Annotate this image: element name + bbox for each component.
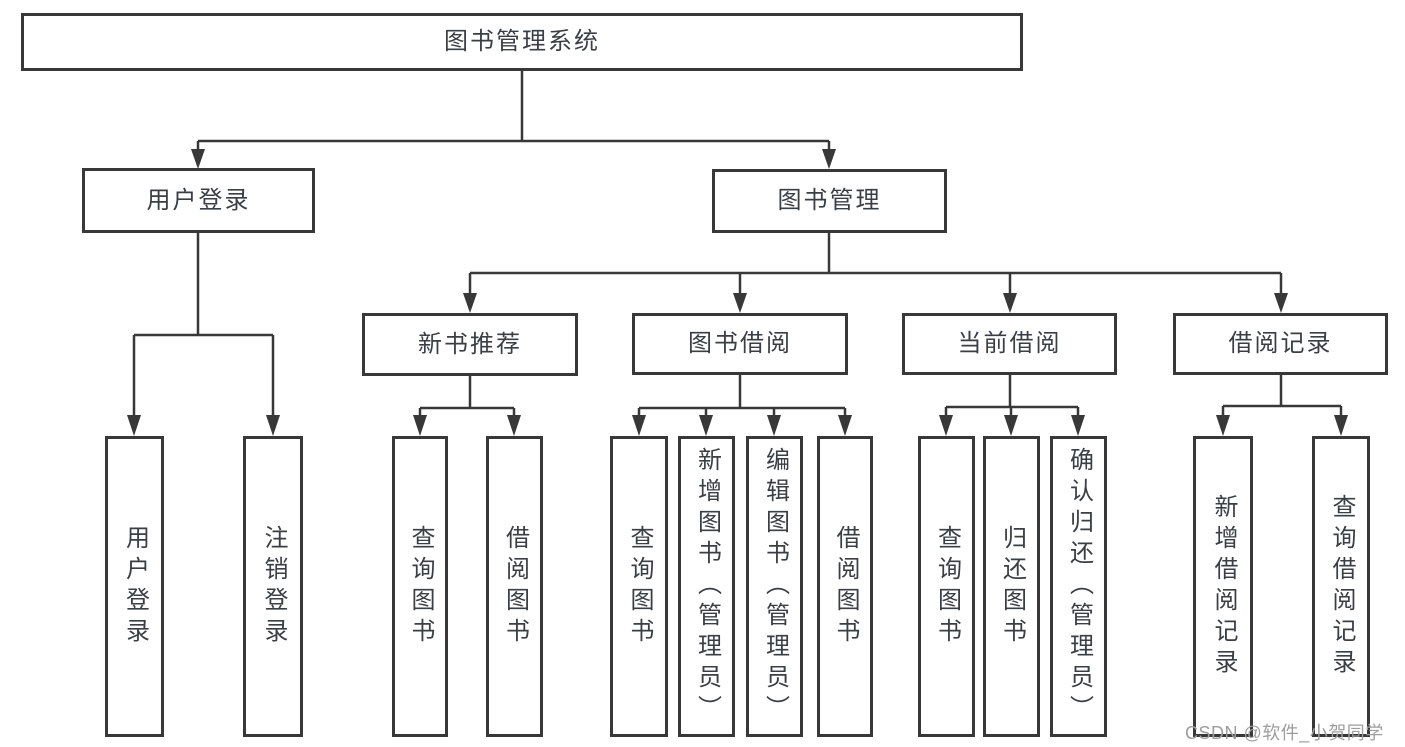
node-col-borrow-book-1: 借阅图书 [486,436,543,737]
node-col-add-book-admin: 新增图书（管理员） [678,436,735,737]
node-book-management: 图书管理 [712,169,947,233]
node-col-query-book-3: 查询图书 [918,436,975,737]
node-col-user-login: 用户登录 [105,436,164,737]
connector-bookborrow-to-children [632,375,852,436]
node-col-query-borrow-record: 查询借阅记录 [1312,436,1370,737]
node-col-confirm-return-admin: 确认归还（管理员） [1050,436,1107,737]
node-root: 图书管理系统 [21,13,1023,71]
node-col-query-book-1: 查询图书 [392,436,448,737]
connector-currentborrow-to-children [939,375,1085,436]
connector-newbookrec-to-children [413,375,521,436]
connector-borrowrecord-to-children [1216,375,1348,436]
connector-bookmgmt-to-level3 [463,233,1288,313]
node-col-edit-book-admin: 编辑图书（管理员） [746,436,803,737]
node-col-query-book-2: 查询图书 [610,436,668,737]
node-col-logout: 注销登录 [243,436,303,737]
node-book-borrow: 图书借阅 [632,313,848,375]
connector-root-to-level2 [191,71,836,169]
node-new-book-recommend: 新书推荐 [362,313,578,376]
node-current-borrow: 当前借阅 [902,313,1117,375]
node-user-login: 用户登录 [82,168,315,233]
connector-userlogin-to-children [127,233,280,436]
node-col-borrow-book-2: 借阅图书 [817,436,873,737]
watermark-text: CSDN @软件_小贺同学 [1185,723,1384,743]
node-borrow-record: 借阅记录 [1173,313,1388,375]
node-col-add-borrow-record: 新增借阅记录 [1193,436,1253,737]
node-col-return-book: 归还图书 [983,436,1040,737]
